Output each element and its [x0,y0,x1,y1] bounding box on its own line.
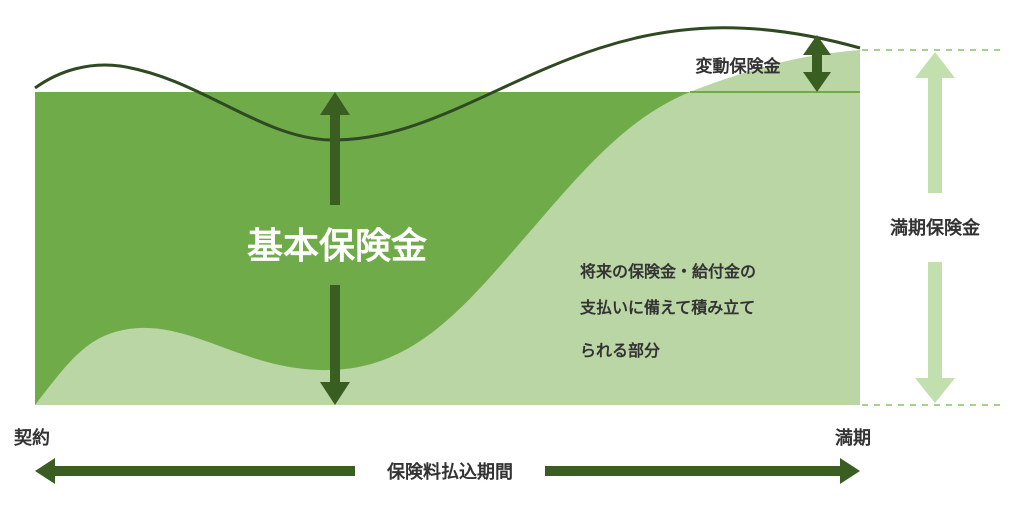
variable-curve [34,26,861,142]
premium-period-arrow [35,458,860,484]
premium-period-label: 保険料払込期間 [386,461,513,483]
variable-insurance-arrow [803,35,831,92]
variable-insurance-label: 変動保険金 [696,56,782,77]
maturity-insurance-arrow [915,52,955,403]
maturity-label: 満期 [835,427,871,449]
reserve-area [35,50,860,405]
contract-label: 契約 [13,427,50,449]
basic-insurance-arrow [320,92,350,405]
maturity-insurance-label: 満期保険金 [890,217,981,239]
reserve-text-line-3: られる部分 [580,341,660,360]
reserve-text-line-1: 将来の保険金・給付金の [580,262,756,281]
reserve-text-line-2: 支払いに備えて積み立て [579,298,755,317]
basic-insurance-label: 基本保険金 [247,225,428,267]
